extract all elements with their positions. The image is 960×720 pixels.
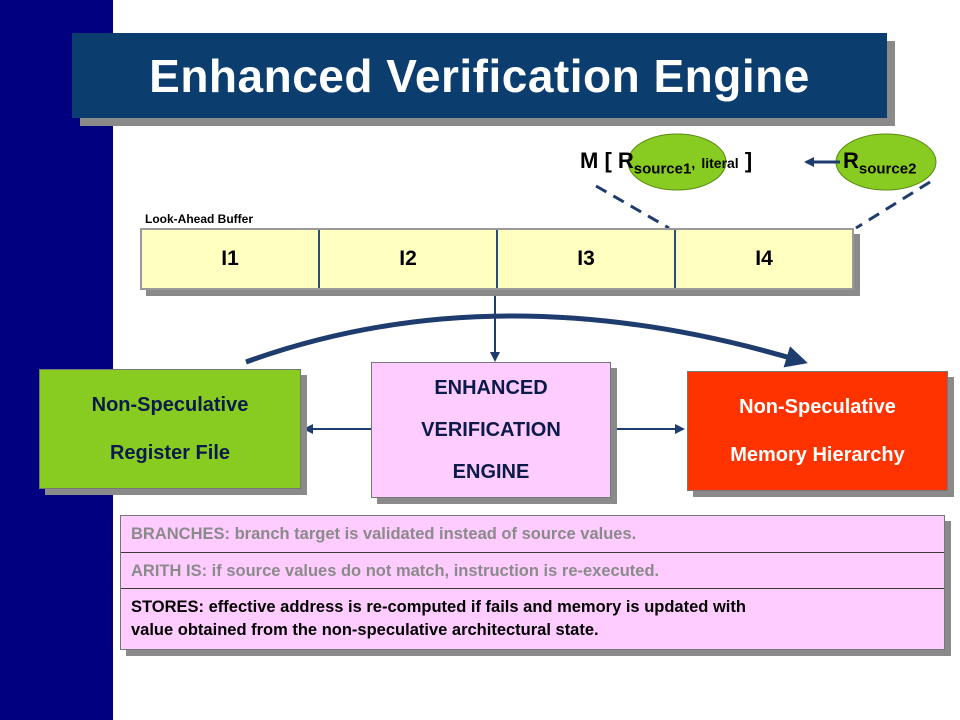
buffer-cell-i3: I3 — [496, 230, 674, 288]
buffer-cell-i4: I4 — [674, 230, 852, 288]
memory-line-2: Memory Hierarchy — [730, 444, 905, 466]
note-branches: BRANCHES: branch target is validated ins… — [121, 516, 944, 553]
note-stores-line-1: STORES: effective address is re-computed… — [131, 598, 746, 616]
page-title: Enhanced Verification Engine — [149, 49, 810, 102]
formula-literal: literal — [701, 155, 739, 171]
formula-label: M [ Rsource1, literal ] — [580, 148, 752, 177]
memory-hierarchy-box: Non-Speculative Memory Hierarchy — [687, 371, 948, 491]
note-stores-line-2: value obtained from the non-speculative … — [131, 621, 599, 639]
look-ahead-buffer: I1 I2 I3 I4 — [140, 228, 854, 290]
note-arith: ARITH IS: if source values do not match,… — [121, 553, 944, 589]
buffer-cell-i2: I2 — [318, 230, 496, 288]
formula-r2: R — [843, 148, 859, 173]
register-line-1: Non-Speculative — [91, 394, 249, 416]
formula-r1: R — [617, 148, 634, 173]
verification-engine-box: ENHANCED VERIFICATION ENGINE — [371, 362, 611, 498]
engine-line-1: ENHANCED — [434, 377, 548, 399]
curved-arrow — [245, 313, 808, 368]
formula-source2: Rsource2 — [843, 148, 916, 177]
note-stores: STORES: effective address is re-computed… — [121, 596, 944, 642]
register-file-box: Non-Speculative Register File — [39, 369, 301, 489]
memory-line-1: Non-Speculative — [739, 396, 896, 418]
register-line-2: Register File — [109, 442, 231, 464]
formula-comma: , — [691, 155, 696, 171]
buffer-cell-i1: I1 — [221, 247, 239, 270]
engine-line-2: VERIFICATION — [421, 419, 561, 441]
formula-sub1: source1 — [633, 160, 692, 178]
buffer-label: Look-Ahead Buffer — [145, 212, 253, 226]
ellipse-source1 — [627, 133, 727, 191]
notes-box: BRANCHES: branch target is validated ins… — [120, 515, 945, 650]
formula-m-open: M [ — [580, 148, 612, 173]
formula-sub2: source2 — [858, 160, 917, 178]
formula-close: ] — [744, 148, 753, 173]
title-banner: Enhanced Verification Engine — [72, 33, 887, 118]
engine-line-3: ENGINE — [452, 461, 530, 483]
dashed-link-right — [855, 180, 931, 230]
dashed-link-left — [595, 184, 670, 230]
